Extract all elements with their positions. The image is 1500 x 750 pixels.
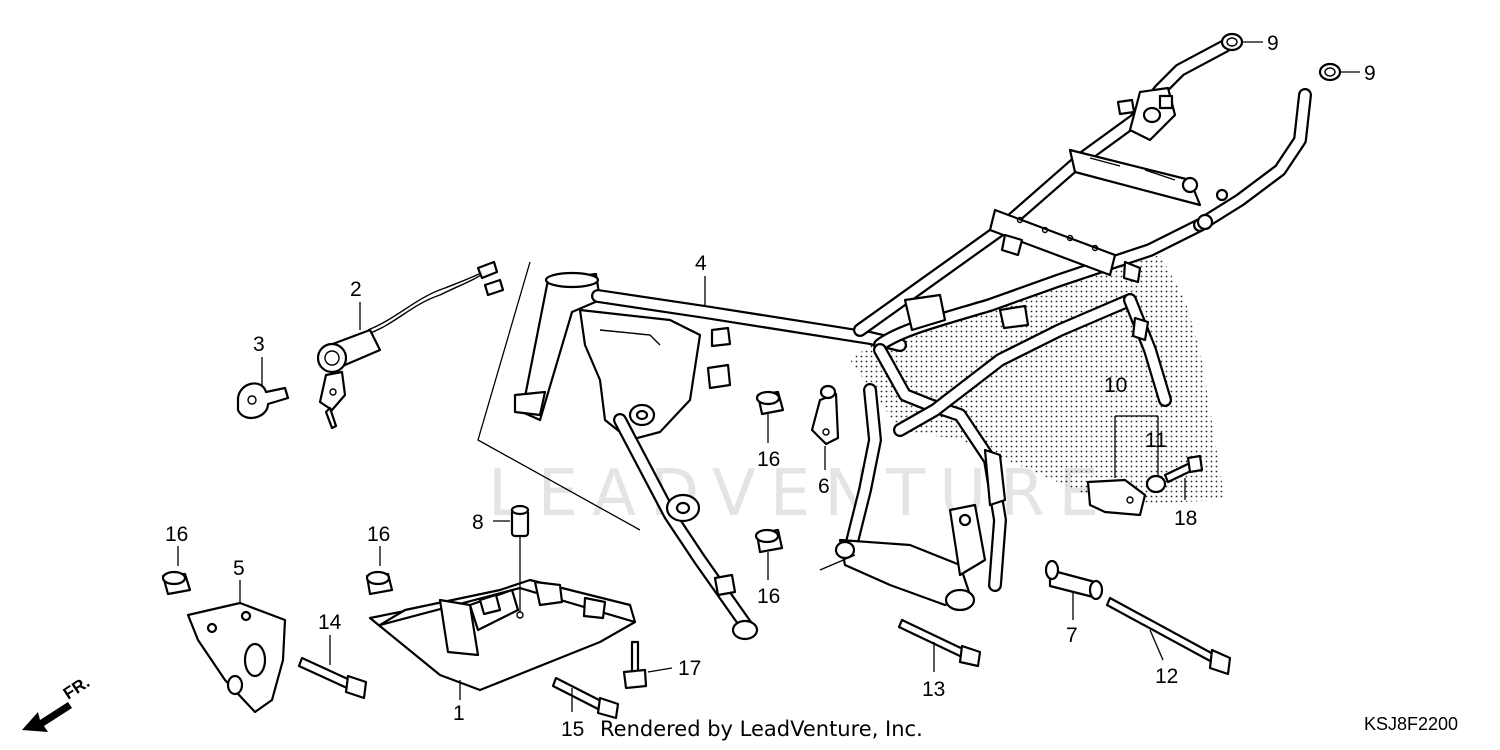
callout-16d: 16 <box>757 585 780 608</box>
bolt-17 <box>622 640 648 690</box>
render-credit: Rendered by LeadVenture, Inc. <box>600 717 923 741</box>
callout-1: 1 <box>453 702 465 725</box>
callout-3: 3 <box>253 333 265 356</box>
bracket <box>810 384 840 446</box>
callout-17: 17 <box>678 657 701 680</box>
flange-nut-16a <box>161 570 192 596</box>
main-frame <box>513 39 1312 641</box>
grommet-9b <box>1318 62 1342 82</box>
mount-bracket <box>1086 478 1147 517</box>
long-bolt-12 <box>1105 596 1232 676</box>
callout-16a: 16 <box>165 523 188 546</box>
bolt-18 <box>1163 454 1204 484</box>
bolt-13 <box>897 618 982 668</box>
collar-7 <box>1044 559 1104 601</box>
front-label: FR. <box>60 673 93 704</box>
callout-16c: 16 <box>757 448 780 471</box>
callout-13: 13 <box>922 678 945 701</box>
callout-5: 5 <box>233 557 245 580</box>
key <box>236 382 290 420</box>
callout-10: 10 <box>1104 374 1127 397</box>
front-direction-arrow: FR. <box>22 673 93 732</box>
callout-18: 18 <box>1174 507 1197 530</box>
frame-outline <box>477 261 856 571</box>
callout-6: 6 <box>818 475 830 498</box>
ignition-switch <box>316 260 505 430</box>
guard-plate <box>186 601 287 714</box>
leader-lines <box>177 41 1360 712</box>
callout-4: 4 <box>695 252 707 275</box>
callout-15: 15 <box>561 718 584 741</box>
callout-2: 2 <box>350 278 362 301</box>
skid-plate <box>368 578 637 692</box>
bolt-14 <box>297 656 368 700</box>
flange-nut-16b <box>365 570 394 596</box>
nut-11 <box>1145 474 1167 494</box>
callout-12: 12 <box>1155 665 1178 688</box>
bolt-15 <box>551 676 620 720</box>
callout-7: 7 <box>1066 624 1078 647</box>
grommet-9a <box>1220 32 1244 52</box>
callout-8: 8 <box>472 511 484 534</box>
diagram-code: KSJ8F2200 <box>1363 714 1458 734</box>
watermark: LEADVENTURE <box>488 457 1113 531</box>
callout-14: 14 <box>318 611 342 634</box>
flange-nut-16c <box>755 390 785 416</box>
collar <box>510 504 530 538</box>
callout-11: 11 <box>1145 429 1167 452</box>
callout-16b: 16 <box>367 523 390 546</box>
callout-9a: 9 <box>1267 32 1279 55</box>
callout-9b: 9 <box>1364 62 1376 85</box>
flange-nut-16d <box>754 528 784 554</box>
